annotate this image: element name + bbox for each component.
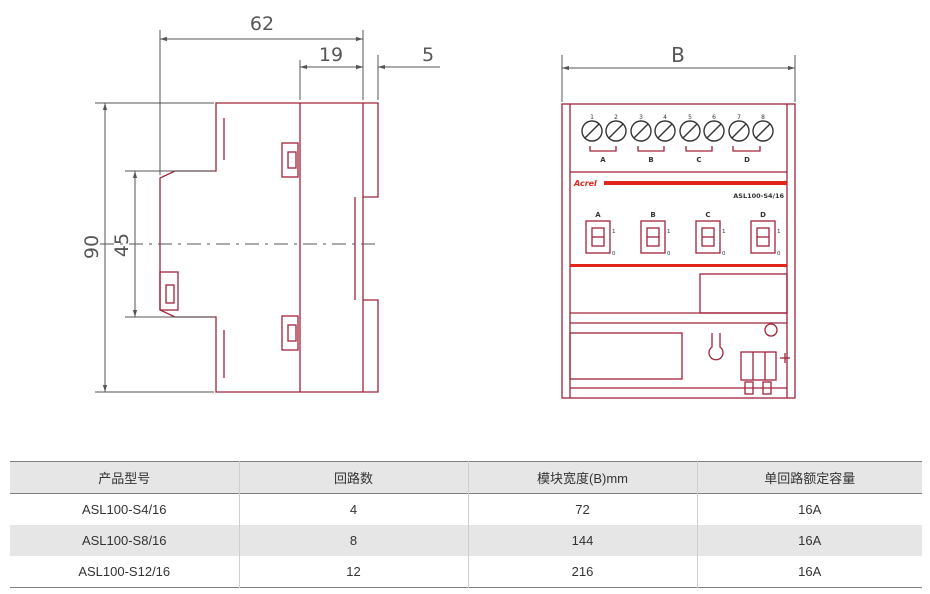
table-row: ASL100-S8/16 8 144 16A [10,525,922,556]
switch-on-label: 1 [777,229,781,235]
table-row: ASL100-S4/16 4 72 16A [10,493,922,525]
cell-circuits: 8 [239,525,469,556]
switch-on-label: 1 [612,229,616,235]
dim-45-label: 45 [111,233,133,257]
cell-circuits: 4 [239,493,469,525]
switch-on-label: 1 [667,229,671,235]
dim-19-label: 19 [319,44,343,66]
channel-bracket-label: B [648,156,653,164]
cell-model: ASL100-S8/16 [10,525,240,556]
screw-terminals [581,120,774,142]
front-view [561,103,796,399]
channel-bracket-label: A [600,156,606,164]
terminal-number: 6 [712,114,716,121]
dim-5-label: 5 [422,44,434,66]
model-label: ASL100-S4/16 [733,192,784,200]
side-view [159,102,379,393]
side-view-dimensions [95,30,440,393]
terminal-number: 2 [614,114,618,121]
dim-b-label: B [671,43,685,67]
header-circuit-count: 回路数 [239,461,469,494]
dim-90-label: 90 [81,235,103,259]
switch-channel-label: C [705,211,710,219]
switch-off-label: 0 [777,251,781,257]
table-row: ASL100-S12/16 12 216 16A [10,556,922,588]
channel-bracket-label: D [744,156,750,164]
switch-channel-label: A [595,211,601,219]
spec-table: 产品型号 回路数 模块宽度(B)mm 单回路额定容量 ASL100-S4/16 … [10,461,922,588]
switch-channel-label: B [650,211,655,219]
switch-on-label: 1 [722,229,726,235]
terminal-number: 5 [688,114,692,121]
switch-channel-label: D [760,211,766,219]
terminal-number: 1 [590,114,594,121]
cell-width: 216 [468,556,698,588]
cell-capacity: 16A [798,533,822,548]
cell-width: 72 [468,493,698,525]
front-view-dimensions [561,55,796,102]
terminal-number: 7 [737,114,741,121]
header-rated-capacity: 单回路额定容量 [764,471,856,486]
header-module-width: 模块宽度(B)mm [468,461,698,494]
red-stripe-top [604,181,787,185]
cell-width: 144 [468,525,698,556]
cell-capacity: 16A [798,502,822,517]
cell-model: ASL100-S4/16 [10,493,240,525]
cell-model: ASL100-S12/16 [10,556,240,588]
cell-capacity: 16A [798,564,822,579]
switch-off-label: 0 [667,251,671,257]
cell-circuits: 12 [239,556,469,588]
terminal-number: 4 [663,114,667,121]
technical-drawing: 62 19 5 90 45 [81,13,796,399]
switch-off-label: 0 [722,251,726,257]
table-header-row: 产品型号 回路数 模块宽度(B)mm 单回路额定容量 [10,461,922,494]
brand-logo: Acrel [573,179,597,188]
terminal-number: 8 [761,114,765,121]
channel-bracket-label: C [696,156,701,164]
header-product-model: 产品型号 [10,461,240,494]
dim-62-label: 62 [250,13,274,35]
switch-off-label: 0 [612,251,616,257]
terminal-number: 3 [639,114,643,121]
red-stripe-bottom [570,264,787,267]
